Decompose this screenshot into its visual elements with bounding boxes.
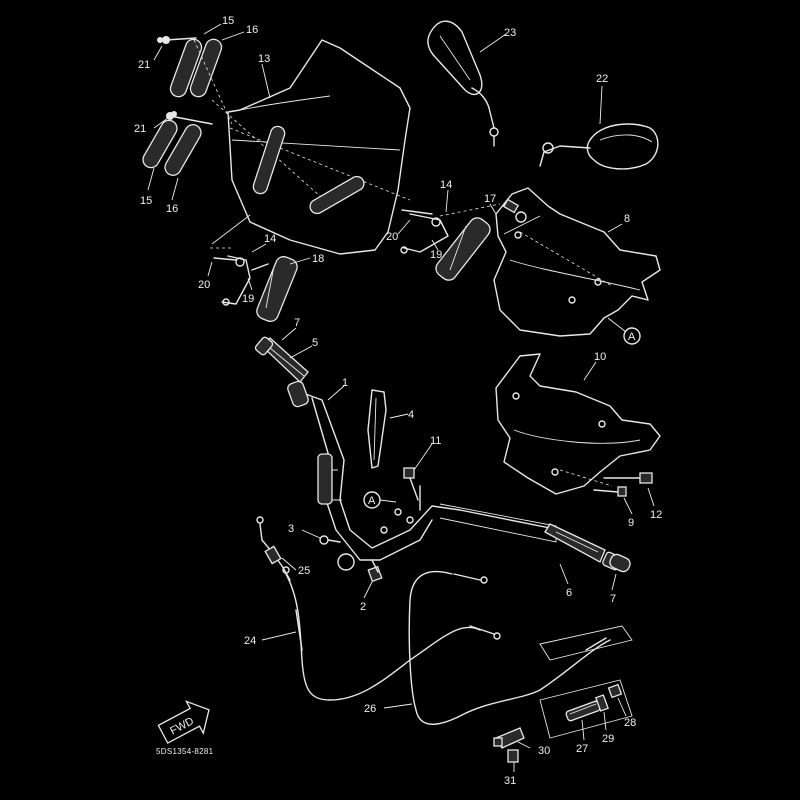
bolt-12 (603, 472, 653, 484)
clamp-30 (493, 727, 525, 749)
adjuster-27 (565, 699, 601, 722)
leader-lines (147, 23, 655, 772)
holder-4 (367, 389, 387, 469)
bracket-assembly-left (210, 247, 298, 322)
bolt-11 (403, 467, 419, 501)
clutch-cable-26 (408, 570, 611, 725)
nut-29 (595, 694, 609, 712)
callout-a-upper (607, 317, 641, 345)
bolt-17 (502, 198, 520, 214)
bolt-31 (507, 749, 519, 763)
handlebar (287, 380, 561, 561)
nut-28 (607, 683, 623, 699)
bolt-3 (319, 535, 341, 545)
callout-a-lower (363, 491, 397, 509)
throttle-cable-24 (285, 573, 501, 701)
bracket-upper (162, 36, 233, 125)
bar-end-right (609, 553, 631, 573)
windshield (211, 39, 411, 255)
bracket-assembly-right (400, 203, 501, 281)
mirror-left (427, 20, 499, 147)
bolt-21 (157, 37, 177, 117)
bracket-lower (142, 112, 213, 176)
grip-left (254, 336, 309, 383)
inner-panel-lower (495, 353, 661, 495)
lever-assembly-box (539, 625, 633, 739)
adjuster-25 (256, 516, 291, 581)
inner-panel-upper (493, 187, 661, 337)
mirror-right (539, 123, 659, 170)
bolt-2 (337, 553, 383, 583)
bolt-9 (593, 486, 627, 497)
